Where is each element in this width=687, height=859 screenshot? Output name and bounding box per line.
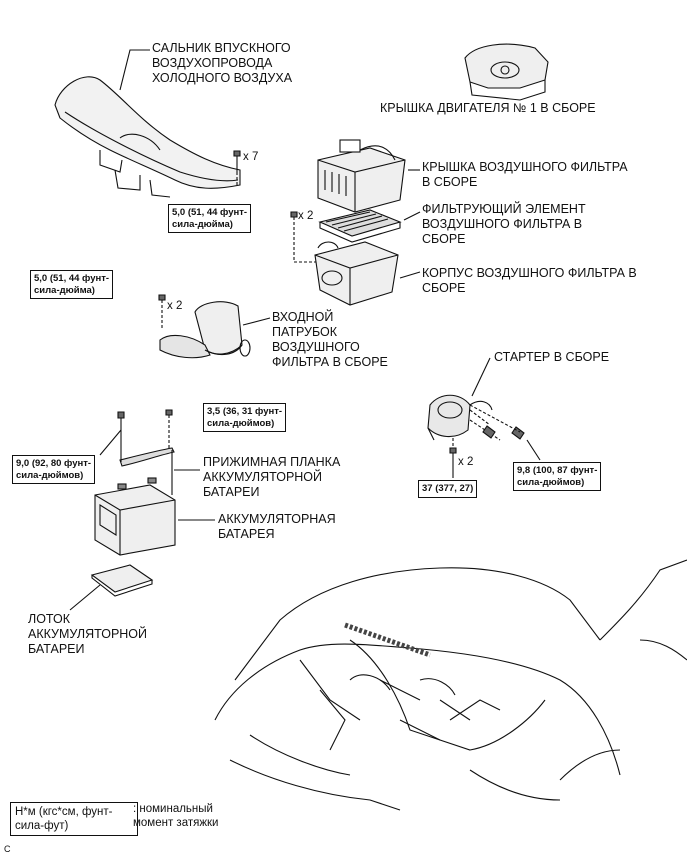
torque-box-starter-nut: 9,8 (100, 87 фунт- сила-дюймов) — [513, 462, 602, 491]
label-starter: СТАРТЕР В СБОРЕ — [494, 350, 610, 364]
bolt-x2-inlet-icon — [158, 294, 166, 301]
qty-starter-bolts: x 2 — [458, 456, 474, 468]
starter-part — [427, 394, 493, 441]
torque-box-inlet: 5,0 (51, 44 фунт- сила-дюйма) — [30, 270, 114, 299]
qty-inlet-bolts: x 2 — [167, 300, 183, 312]
leader-seal — [119, 49, 150, 91]
qty-filter-bolts: x 2 — [298, 210, 314, 222]
nut-clamp-icon — [165, 409, 173, 416]
leader-case — [399, 271, 421, 279]
cold-air-seal-part — [54, 76, 241, 198]
torque-box-clamp-nut: 3,5 (36, 31 фунт- сила-дюймов) — [203, 403, 287, 432]
bolt-x7-icon — [233, 150, 241, 172]
inlet-part — [159, 301, 251, 359]
qty-seal-bolts: x 7 — [243, 151, 259, 163]
battery-clamp-part — [119, 447, 175, 495]
torque-box-filter: 5,0 (51, 44 фунт- сила-дюйма) — [168, 204, 252, 233]
label-battery-tray: ЛОТОК АККУМУЛЯТОРНОЙ БАТАРЕИ — [28, 612, 148, 656]
filter-element-part — [318, 209, 402, 243]
bolt-x2-starter-icon — [449, 447, 457, 454]
leader-filter — [403, 211, 421, 221]
label-air-cleaner-cap: КРЫШКА ВОЗДУШНОГО ФИЛЬТРА В СБОРЕ — [422, 160, 628, 189]
leader-starter — [471, 357, 491, 397]
air-cleaner-cap-part — [317, 139, 406, 213]
leader-tray — [69, 584, 101, 611]
label-inlet: ВХОДНОЙ ПАТРУБОК ВОЗДУШНОГО ФИЛЬТРА В СБ… — [272, 310, 388, 369]
engine-cover-part — [464, 43, 549, 101]
label-air-cleaner-case: КОРПУС ВОЗДУШНОГО ФИЛЬТРА В СБОРЕ — [422, 266, 637, 295]
bolt-clamp-icon — [117, 411, 125, 419]
label-filter-element: ФИЛЬТРУЮЩИЙ ЭЛЕМЕНТ ВОЗДУШНОГО ФИЛЬТРА В… — [422, 202, 586, 246]
label-battery-clamp: ПРИЖИМНАЯ ПЛАНКА АККУМУЛЯТОРНОЙ БАТАРЕИ — [203, 455, 341, 499]
battery-part — [94, 477, 176, 556]
label-cold-air-seal: САЛЬНИК ВПУСКНОГО ВОЗДУХОПРОВОДА ХОЛОДНО… — [152, 41, 293, 85]
corner-mark: C — [4, 844, 11, 854]
air-cleaner-case-part — [314, 241, 399, 306]
leader-inlet — [242, 317, 271, 326]
battery-tray-part — [90, 564, 154, 597]
torque-box-starter-bolt: 37 (377, 27) — [418, 480, 478, 498]
legend-description: : номинальный момент затяжки — [133, 803, 219, 829]
car-front-view — [214, 559, 687, 811]
leader-starter-nut — [526, 439, 541, 461]
leader-tq-clamp-bolt — [99, 429, 122, 456]
bolt-x2-icon — [290, 211, 298, 218]
label-battery: АККУМУЛЯТОРНАЯ БАТАРЕЯ — [218, 512, 336, 541]
legend-unit-box: Н*м (кгс*см, фунт- сила-фут) — [10, 802, 138, 836]
label-engine-cover: КРЫШКА ДВИГАТЕЛЯ № 1 В СБОРЕ — [380, 101, 596, 115]
torque-box-clamp-bolt: 9,0 (92, 80 фунт- сила-дюймов) — [12, 455, 96, 484]
